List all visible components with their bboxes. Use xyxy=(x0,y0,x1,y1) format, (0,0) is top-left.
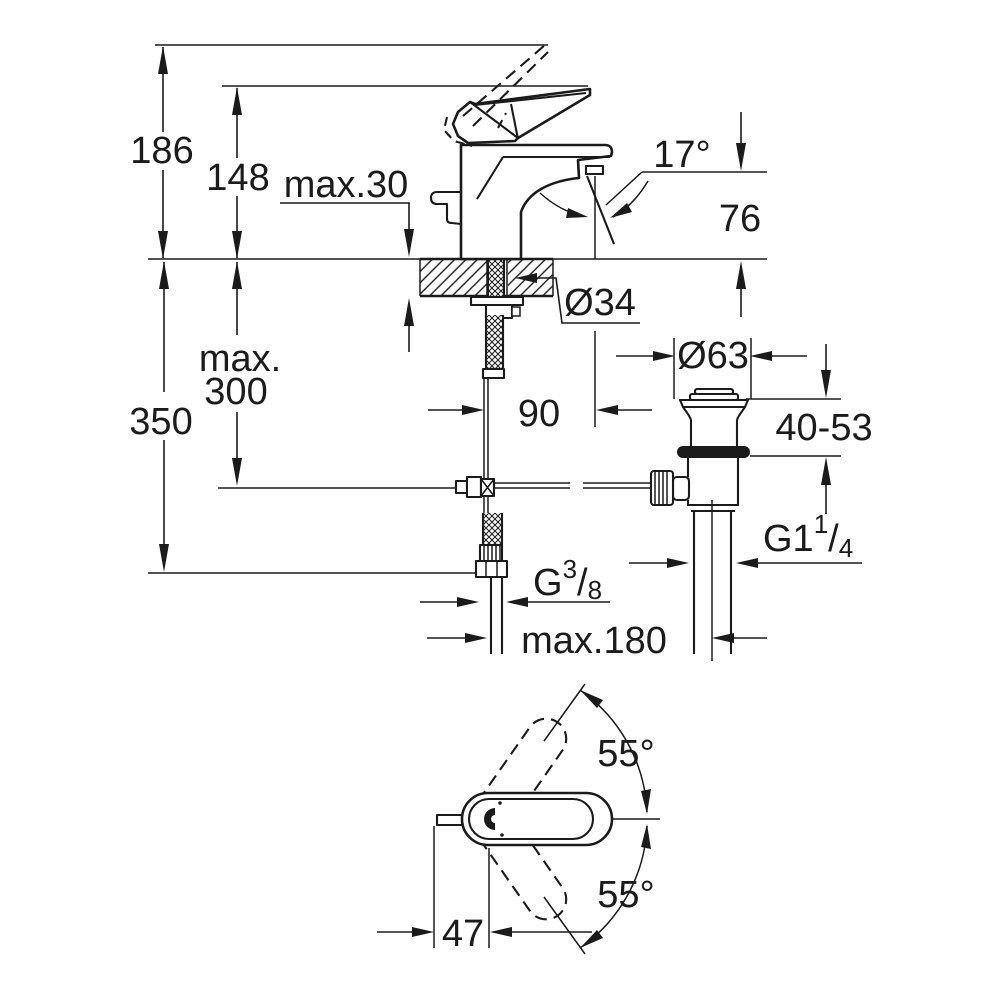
faucet-body xyxy=(429,44,614,261)
label-flange-diameter: Ø63 xyxy=(677,335,749,377)
label-clamping-range: 40-53 xyxy=(775,407,872,449)
lever-handle xyxy=(451,87,592,145)
supply-connection-nut xyxy=(474,559,509,579)
dim-handle-offset: 47 xyxy=(377,913,592,955)
dim-supply-thread: G3/8 xyxy=(420,554,610,607)
label-spout-angle: 17° xyxy=(653,134,710,176)
label-hole-diameter: Ø34 xyxy=(564,282,636,324)
waste-tailpipe xyxy=(692,511,733,654)
spout-angle-annotation xyxy=(539,175,649,245)
dim-clamping-range: 40-53 xyxy=(775,344,873,514)
label-waste-thread: G11/4 xyxy=(763,509,853,563)
pull-rod xyxy=(494,482,652,489)
supply-hose-and-rod xyxy=(454,259,652,654)
dim-spout-angle: 17° xyxy=(653,134,710,176)
side-bracket xyxy=(429,190,462,226)
label-spout-reach: 90 xyxy=(518,393,560,435)
handle-notch xyxy=(484,808,495,830)
label-rod-reach: max.180 xyxy=(521,620,667,662)
label-hose-length: 350 xyxy=(129,401,192,443)
label-handle-offset: 47 xyxy=(442,913,484,955)
swing-angle-upper: 55° xyxy=(543,683,655,814)
lever-raised-position xyxy=(462,44,549,127)
dim-hose-projection: max. 300 xyxy=(199,261,281,486)
mounting-washer xyxy=(469,295,525,307)
label-swing-down: 55° xyxy=(597,874,654,916)
top-view: 55° 55° 47 xyxy=(377,683,660,955)
side-view: 186 148 max.30 17° 76 xyxy=(129,44,873,662)
label-outlet-height: 76 xyxy=(719,198,761,240)
waste-flange xyxy=(678,398,750,409)
dim-hole-diameter: Ø34 xyxy=(515,273,640,324)
swing-angle-lower: 55° xyxy=(543,824,655,955)
label-hose-max-1: max. xyxy=(199,338,281,380)
label-handle-height: 148 xyxy=(206,157,269,199)
label-deck-thickness: max.30 xyxy=(284,164,409,206)
dim-rod-reach: max.180 xyxy=(427,620,767,662)
dim-deck-thickness: max.30 xyxy=(280,164,414,352)
dim-handle-height: 148 xyxy=(206,87,270,259)
dim-outlet-height: 76 xyxy=(719,112,761,317)
label-hose-max-2: 300 xyxy=(204,371,267,413)
dim-hose-length: 350 xyxy=(129,261,193,572)
handle-top-view xyxy=(460,791,614,847)
label-supply-thread: G3/8 xyxy=(533,554,602,605)
dim-waste-thread: G11/4 xyxy=(629,509,862,568)
waste-valve xyxy=(649,387,750,661)
waste-seal-ring xyxy=(677,446,750,458)
dim-flange-diameter: Ø63 xyxy=(616,335,807,377)
label-swing-up: 55° xyxy=(597,733,654,775)
dim-overall-height: 186 xyxy=(130,46,194,259)
label-overall-height: 186 xyxy=(130,130,193,172)
dim-spout-reach: 90 xyxy=(428,393,652,435)
spout-tip-top-view xyxy=(435,813,462,827)
aerator-outlet xyxy=(584,164,605,176)
